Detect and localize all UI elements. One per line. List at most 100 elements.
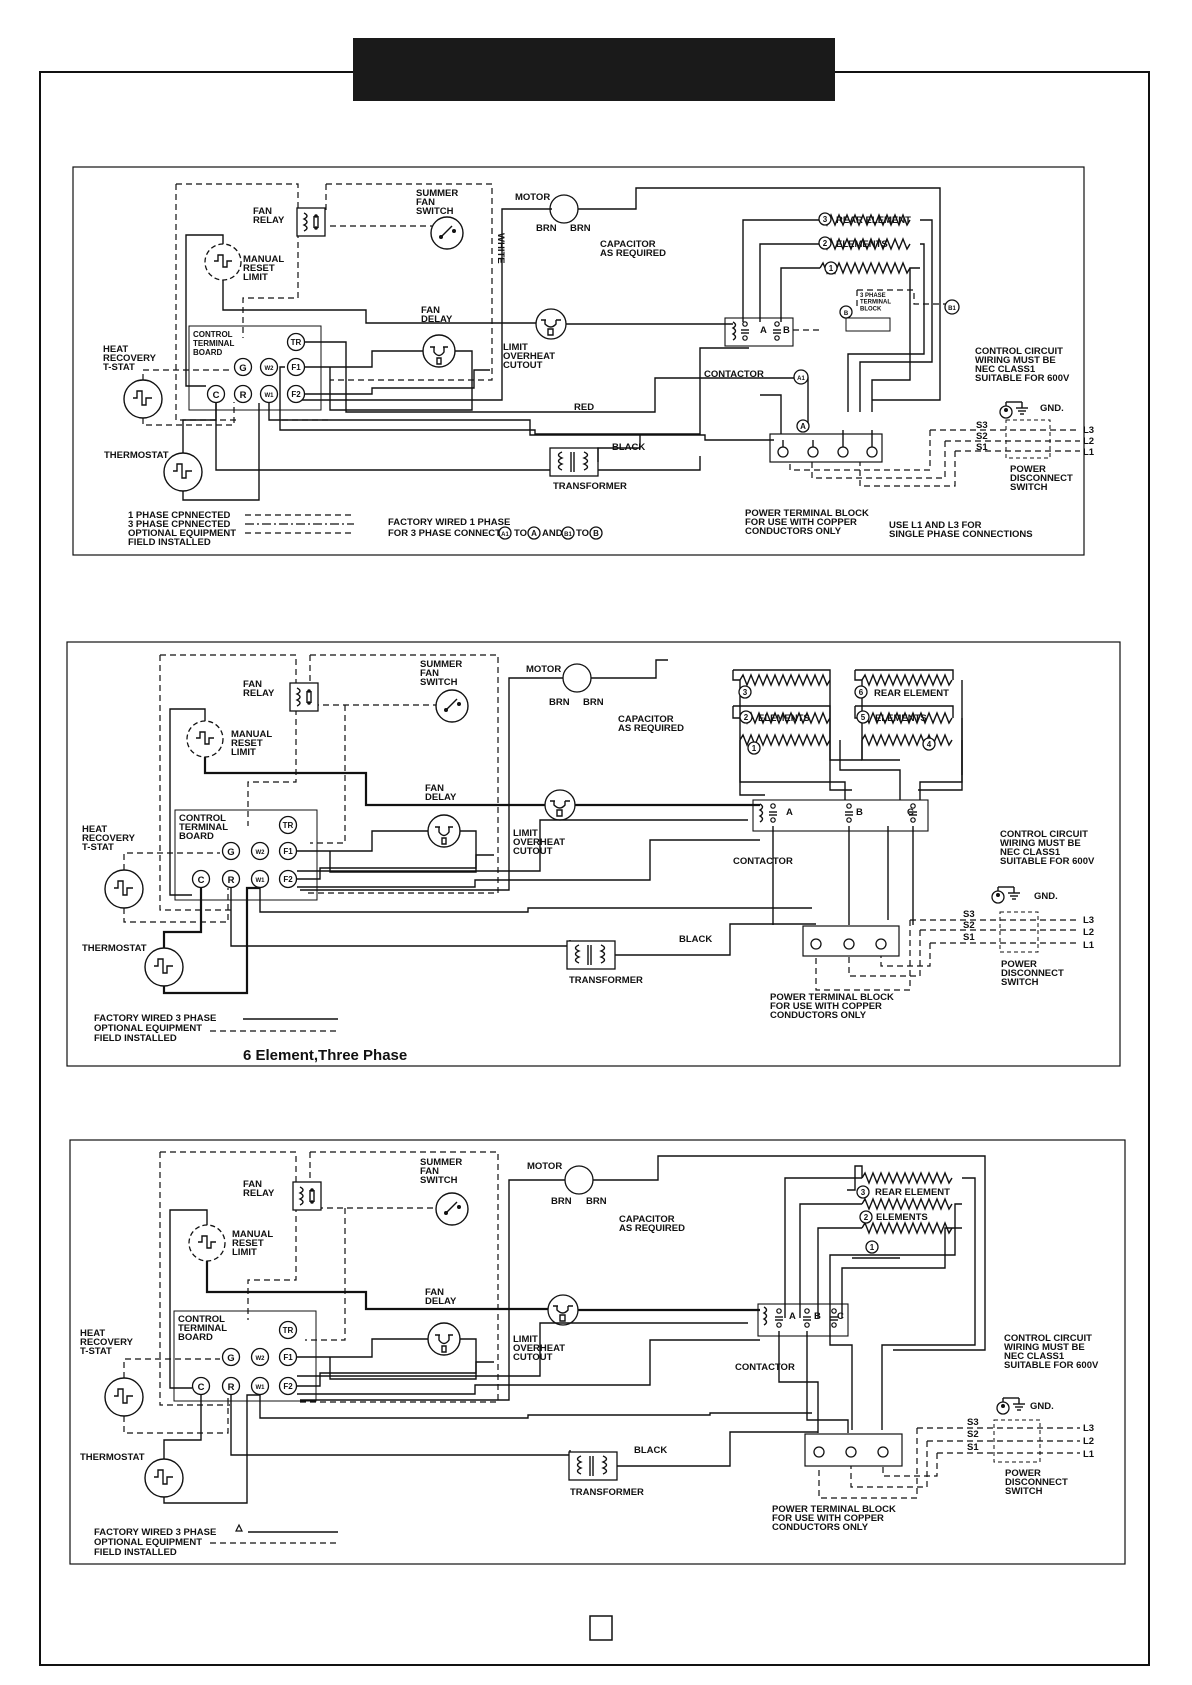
svg-text:2: 2 — [823, 239, 828, 248]
element-num-4-d2: 4 — [922, 737, 936, 751]
white-wire-label: WHITE — [495, 233, 506, 264]
manual-reset-limit — [204, 243, 242, 281]
svg-text:FIELD INSTALLED: FIELD INSTALLED — [94, 1033, 177, 1044]
rear-element-label: REAR ELEMENT — [836, 215, 911, 226]
svg-text:2: 2 — [864, 1213, 869, 1222]
terminal-r-3: R — [221, 1376, 241, 1396]
svg-text:F1: F1 — [283, 1353, 293, 1362]
svg-text:OPTIONAL EQUIPMENT: OPTIONAL EQUIPMENT — [128, 528, 236, 539]
svg-text:3: 3 — [861, 1188, 866, 1197]
element-num-6-d2: 6 — [854, 685, 868, 699]
terminal-tr-2: TR — [278, 815, 298, 835]
svg-text:S2: S2 — [967, 1429, 979, 1440]
svg-text:3: 3 — [743, 688, 748, 697]
svg-text:CONTACTOR: CONTACTOR — [733, 856, 793, 867]
svg-text:B: B — [814, 1311, 821, 1322]
terminal-f1-1: F1 — [286, 357, 306, 377]
svg-text:ELEMENTS: ELEMENTS — [758, 713, 810, 724]
element-num-1: 1 — [824, 261, 838, 275]
diagram-1-frame — [72, 166, 1085, 556]
element-num-5-d2: 5 — [856, 710, 870, 724]
terminal-g-2: G — [221, 841, 241, 861]
svg-text:A1: A1 — [797, 376, 805, 382]
svg-text:THERMOSTAT: THERMOSTAT — [80, 1452, 145, 1463]
svg-text:MOTOR: MOTOR — [527, 1161, 562, 1172]
red-wire-label: RED — [574, 402, 594, 413]
terminal-w1-1: W1 — [259, 384, 279, 404]
svg-text:L3: L3 — [1083, 1423, 1094, 1434]
terminal-c-2: C — [191, 869, 211, 889]
element-num-2-d3: 2 — [859, 1210, 873, 1224]
svg-text:TO: TO — [576, 528, 589, 539]
svg-text:C: C — [907, 807, 914, 818]
svg-text:L1: L1 — [1083, 1449, 1095, 1460]
svg-text:GND.: GND. — [1034, 891, 1058, 902]
svg-text:BRN: BRN — [551, 1196, 572, 1207]
svg-text:B: B — [856, 807, 863, 818]
svg-text:A: A — [800, 422, 806, 431]
svg-text:FACTORY WIRED 3 PHASE: FACTORY WIRED 3 PHASE — [94, 1013, 216, 1024]
svg-text:L1: L1 — [1083, 447, 1095, 458]
terminal-c-1: C — [206, 384, 226, 404]
svg-text:3 PHASE CPNNECTED: 3 PHASE CPNNECTED — [128, 519, 231, 530]
element-num-1-d2: 1 — [747, 741, 761, 755]
svg-text:TR: TR — [283, 1326, 294, 1335]
page-frame — [39, 71, 1150, 1666]
terminal-f1-2: F1 — [278, 841, 298, 861]
motor-label: MOTOR — [515, 192, 550, 203]
svg-text:F2: F2 — [283, 1382, 293, 1391]
svg-text:R: R — [240, 390, 247, 401]
svg-text:TR: TR — [283, 821, 294, 830]
transformer-label: TRANSFORMER — [553, 481, 627, 492]
element-num-3-d2: 3 — [738, 685, 752, 699]
terminal-w2-2: W2 — [250, 841, 270, 861]
svg-text:FIELD INSTALLED: FIELD INSTALLED — [128, 537, 211, 548]
svg-text:R: R — [228, 875, 235, 886]
terminal-r-2: R — [221, 869, 241, 889]
terminal-tr-1: TR — [286, 332, 306, 352]
svg-text:S3: S3 — [967, 1417, 979, 1428]
black-wire-label: BLACK — [612, 442, 645, 453]
svg-text:B1: B1 — [564, 532, 572, 538]
svg-text:S2: S2 — [963, 920, 975, 931]
svg-text:BRN: BRN — [549, 697, 570, 708]
thermostat-label: THERMOSTAT — [104, 450, 169, 461]
svg-text:L2: L2 — [1083, 436, 1094, 447]
svg-text:B1: B1 — [948, 306, 956, 312]
svg-text:2: 2 — [744, 713, 749, 722]
terminal-tr-3: TR — [278, 1320, 298, 1340]
svg-text:FACTORY WIRED 3 PHASE: FACTORY WIRED 3 PHASE — [94, 1527, 216, 1538]
svg-text:W1: W1 — [256, 878, 266, 884]
svg-text:A: A — [760, 325, 767, 336]
svg-text:TR: TR — [291, 338, 302, 347]
svg-text:S3: S3 — [976, 420, 988, 431]
b-marker: B — [839, 305, 853, 319]
svg-text:B: B — [593, 529, 599, 538]
svg-text:S1: S1 — [963, 932, 975, 943]
header-bar — [353, 38, 835, 101]
svg-text:BLACK: BLACK — [634, 1445, 667, 1456]
svg-text:1: 1 — [870, 1243, 875, 1252]
diagram-2-frame — [66, 641, 1121, 1067]
manual-reset-limit-2 — [186, 720, 224, 758]
svg-text:R: R — [228, 1382, 235, 1393]
